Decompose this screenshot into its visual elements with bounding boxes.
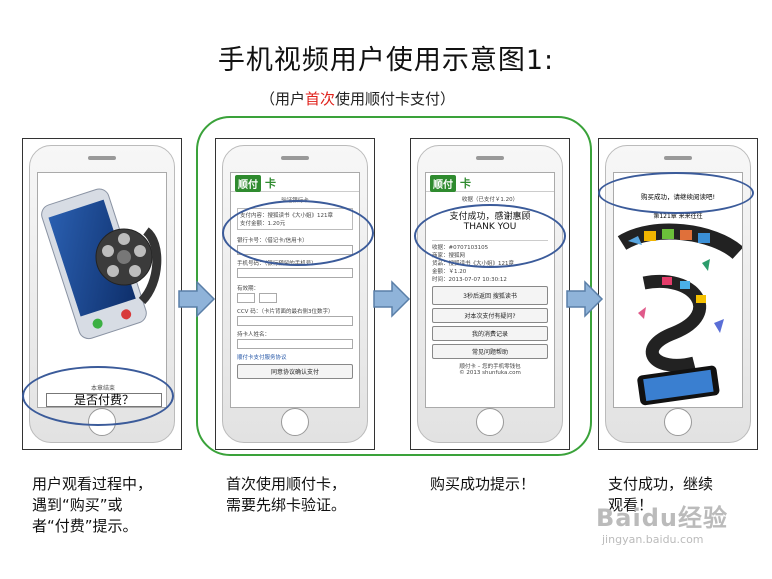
app-header: 顺付 卡 xyxy=(231,173,359,192)
panel-card-binding: 顺付 卡 验证银行卡 支付内容：搜狐读书《大小姐》121章 支付金额：1.20元… xyxy=(215,138,375,450)
home-button xyxy=(476,408,504,436)
brand-logo-suffix: 卡 xyxy=(460,177,471,190)
brand-logo: 顺付 xyxy=(235,175,261,192)
brand-logo: 顺付 xyxy=(430,175,456,192)
cvv-label: CCV 码：（卡片背面的最右侧3位数字） xyxy=(237,309,334,315)
footer-tagline: 顺付卡 – 您的手机零钱包 xyxy=(459,364,521,370)
success-message-highlight xyxy=(414,204,566,268)
caption-step-1: 用户观看过程中， 遇到“购买”或 者“付费”提示。 xyxy=(32,474,152,537)
caption-line: 者“付费”提示。 xyxy=(32,517,138,535)
phone-frame: 顺付 卡 收据（已支付￥1.20） 支付成功，感谢惠顾 THANK YOU 收据… xyxy=(417,145,563,443)
receipt-line: 时间：2013-07-07 10:30:12 xyxy=(432,277,507,283)
phone-speaker xyxy=(281,156,309,160)
subtitle-highlight: 首次 xyxy=(305,90,336,108)
watermark-url: jingyan.baidu.com xyxy=(602,533,704,546)
cardholder-input[interactable] xyxy=(237,339,353,349)
confirm-payment-button[interactable]: 同意协议确认支付 xyxy=(237,364,353,379)
cvv-input[interactable] xyxy=(237,316,353,326)
caption-step-2: 首次使用顺付卡， 需要先绑卡验证。 xyxy=(226,474,346,516)
caption-line: 遇到“购买”或 xyxy=(32,496,123,514)
help-link-question[interactable]: 对本次支付有疑问? xyxy=(432,308,548,323)
subtitle-rest: 使用顺付卡支付） xyxy=(335,90,456,108)
expiry-label: 有效期： xyxy=(237,286,260,292)
app-header: 顺付 卡 xyxy=(426,173,554,192)
caption-line: 首次使用顺付卡， xyxy=(226,475,347,493)
panel-payment-success: 顺付 卡 收据（已支付￥1.20） 支付成功，感谢惠顾 THANK YOU 收据… xyxy=(410,138,570,450)
chapter-title: 第121章 来来往往 xyxy=(653,213,703,220)
brand-logo-suffix: 卡 xyxy=(265,177,276,190)
caption-step-3: 购买成功提示！ xyxy=(430,474,535,495)
caption-line: 需要先绑卡验证。 xyxy=(226,496,347,514)
film-strip-illustration xyxy=(617,223,742,406)
pay-prompt-highlight xyxy=(22,366,174,426)
help-link-history[interactable]: 我的消费记录 xyxy=(432,326,548,341)
phone-number-input[interactable] xyxy=(237,268,353,278)
arrow-right-icon xyxy=(566,280,604,318)
help-link-faq[interactable]: 常见问题帮助 xyxy=(432,344,548,359)
home-button xyxy=(664,408,692,436)
verify-card-highlight xyxy=(222,200,374,266)
return-button[interactable]: 3秒后返回 搜狐读书 xyxy=(432,286,548,305)
arrow-right-icon xyxy=(373,280,411,318)
phone-speaker xyxy=(476,156,504,160)
caption-line: 支付成功，继续 xyxy=(608,475,714,493)
page-title: 手机视频用户使用示意图1: xyxy=(217,45,555,76)
subtitle-open: （用户 xyxy=(260,90,306,108)
caption-step-4: 支付成功，继续 观看！ xyxy=(608,474,713,516)
cardholder-label: 持卡人姓名： xyxy=(237,332,271,338)
agreement-link[interactable]: 顺付卡支付服务协议 xyxy=(237,355,287,361)
phone-speaker xyxy=(88,156,116,160)
arrow-right-icon xyxy=(178,280,216,318)
phone-speaker xyxy=(664,156,692,160)
footer-copyright: © 2013 shunfuka.com xyxy=(459,370,521,376)
watermark-brand: Baidu经验 xyxy=(596,504,728,532)
video-phone-illustration xyxy=(41,188,162,340)
caption-line: 用户观看过程中， xyxy=(32,475,153,493)
expiry-month-input[interactable] xyxy=(237,293,255,303)
purchase-notice-highlight xyxy=(598,172,754,214)
caption-line: 购买成功提示！ xyxy=(430,475,536,493)
phone-frame: 顺付 卡 验证银行卡 支付内容：搜狐读书《大小姐》121章 支付金额：1.20元… xyxy=(222,145,368,443)
caption-line: 观看！ xyxy=(608,496,654,514)
expiry-year-input[interactable] xyxy=(259,293,277,303)
receipt-header: 收据（已支付￥1.20） xyxy=(461,197,519,203)
receipt-line: 金额：￥1.20 xyxy=(432,269,467,275)
subtitle: （用户首次使用顺付卡支付） xyxy=(260,88,455,109)
baidu-watermark: Baidu经验 jingyan.baidu.com xyxy=(596,498,766,558)
home-button xyxy=(281,408,309,436)
